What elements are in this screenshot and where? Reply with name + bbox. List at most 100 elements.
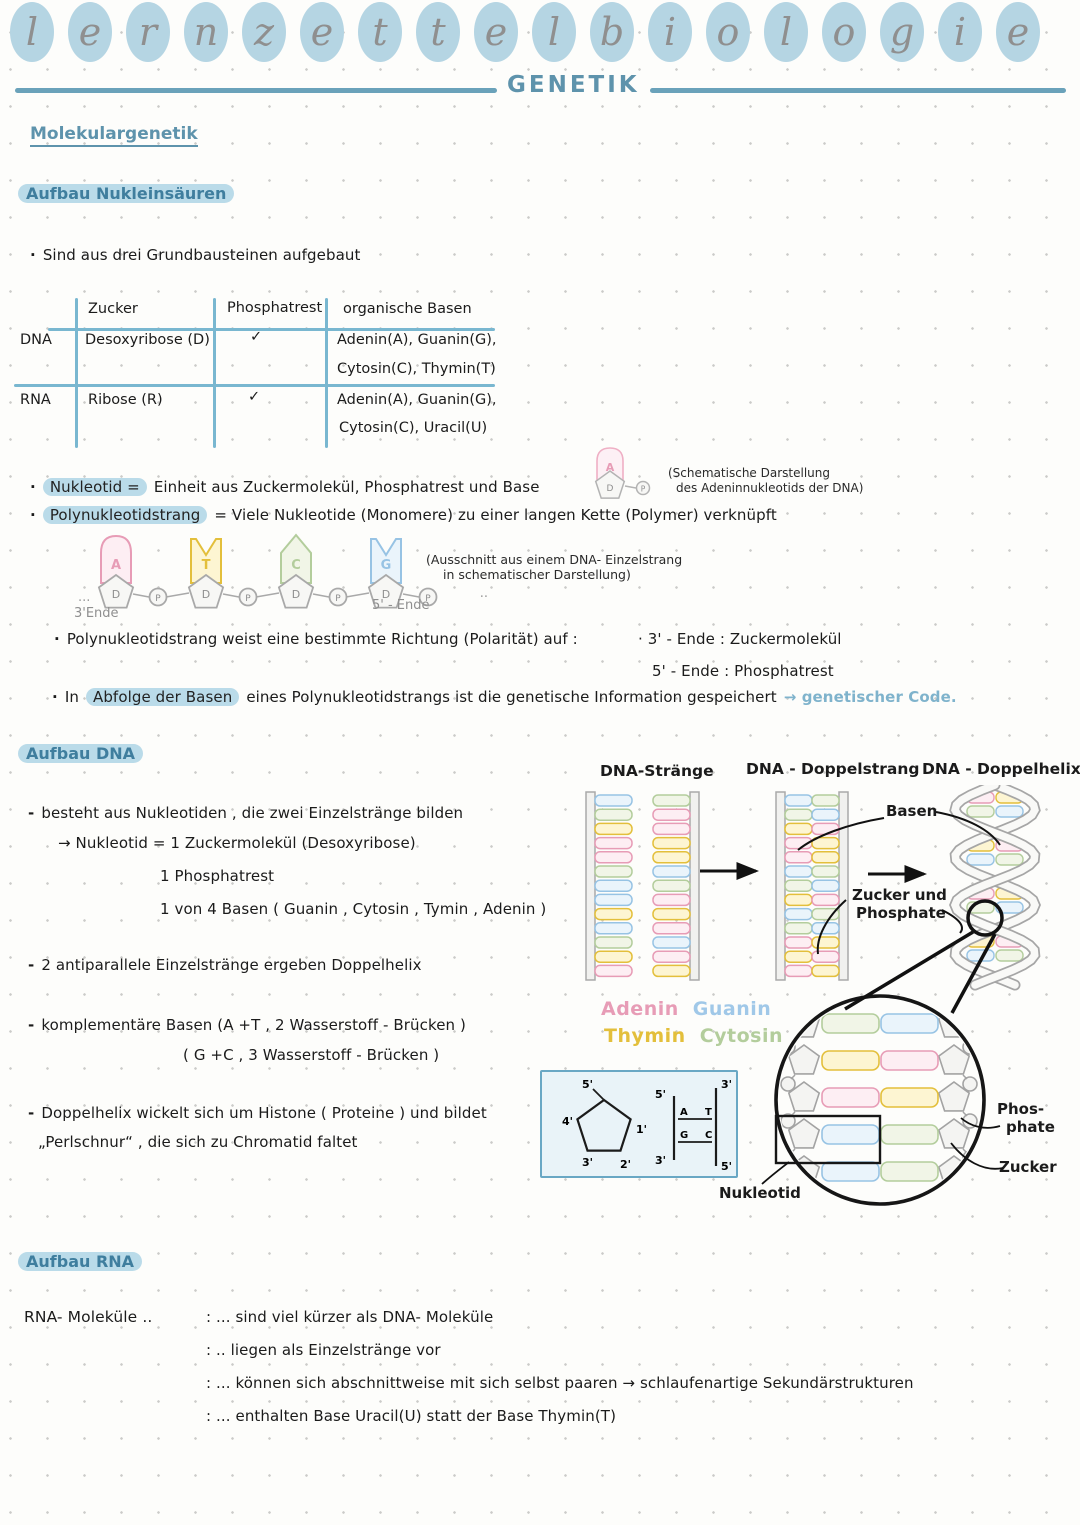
polaritaet-text: Polynukleotidstrang weist eine bestimmte… bbox=[66, 630, 578, 648]
table-vline-1 bbox=[75, 298, 78, 448]
dna-bullet-2-text: 2 antiparallele Einzelstränge ergeben Do… bbox=[41, 956, 422, 974]
svg-text:P: P bbox=[425, 594, 431, 604]
svg-text:D: D bbox=[202, 588, 210, 601]
intro-text: Sind aus drei Grundbausteinen aufgebaut bbox=[42, 246, 361, 264]
legend-adenin: Adenin bbox=[601, 998, 679, 1020]
dna-bullet-1a: → Nukleotid = 1 Zuckermolekül (Desoxyrib… bbox=[58, 834, 416, 852]
svg-text:C: C bbox=[291, 558, 301, 573]
label-zucker-phosphate-1: Zucker und bbox=[852, 886, 947, 904]
left-top-label: 5' bbox=[655, 1088, 666, 1101]
svg-text:A: A bbox=[111, 558, 121, 573]
bullet-dot: · bbox=[52, 688, 58, 706]
label-zucker: Zucker bbox=[999, 1158, 1057, 1176]
table-hline-2 bbox=[14, 384, 495, 387]
script-letter: o bbox=[822, 2, 866, 62]
section-title-dna: Aufbau DNA bbox=[18, 744, 143, 763]
schematic-caption-1: (Schematische Darstellung bbox=[668, 466, 830, 480]
checkmark-icon: ✓ bbox=[250, 329, 263, 345]
pair-g: G bbox=[680, 1130, 688, 1141]
svg-text:··: ·· bbox=[480, 590, 488, 605]
legend-thymin: Thymin bbox=[604, 1025, 686, 1047]
script-letter: l bbox=[10, 2, 54, 62]
abfolge-highlight: Abfolge der Basen bbox=[85, 688, 240, 706]
table-cell: Adenin(A), Guanin(G), bbox=[337, 332, 497, 348]
script-letter: e bbox=[300, 2, 344, 62]
svg-text:P: P bbox=[641, 485, 646, 494]
intro-line: · Sind aus drei Grundbausteinen aufgebau… bbox=[30, 246, 360, 264]
dna-bullet-1: - besteht aus Nukleotiden , die zwei Ein… bbox=[28, 804, 463, 822]
dna-bullet-1-text: besteht aus Nukleotiden , die zwei Einze… bbox=[41, 804, 464, 822]
pair-a: A bbox=[680, 1107, 688, 1118]
table-row-label: DNA bbox=[20, 332, 52, 348]
bullet-dot: · bbox=[30, 478, 36, 496]
section-title-rna: Aufbau RNA bbox=[18, 1252, 143, 1271]
page-title: GENETIK bbox=[507, 72, 640, 98]
dna-double-strand-diagram bbox=[775, 791, 849, 981]
table-cell: Ribose (R) bbox=[88, 392, 163, 408]
dna-double-helix-diagram bbox=[949, 785, 1041, 991]
svg-text:D: D bbox=[382, 588, 390, 601]
dash-marker: - bbox=[28, 956, 35, 974]
bullet-dot: · bbox=[30, 246, 36, 264]
script-letter: b bbox=[590, 2, 634, 62]
pair-c: C bbox=[705, 1130, 712, 1141]
svg-text:A: A bbox=[606, 461, 615, 474]
divider-right bbox=[650, 88, 1066, 93]
nucleotide-detail-magnifier bbox=[774, 994, 986, 1206]
strand-caption-2: in schematischer Darstellung) bbox=[443, 567, 631, 582]
c5-tick bbox=[592, 1088, 605, 1101]
dna-bullet-3: - komplementäre Basen (A +T , 2 Wasserst… bbox=[28, 1016, 466, 1034]
right-top-label: 3' bbox=[721, 1078, 732, 1091]
c2-label: 2' bbox=[620, 1158, 631, 1171]
script-letter: r bbox=[126, 2, 170, 62]
dash-marker: - bbox=[28, 1104, 35, 1122]
script-letter: i bbox=[938, 2, 982, 62]
script-letter: g bbox=[880, 2, 924, 62]
strand-caption-1: (Ausschnitt aus einem DNA- Einzelstrang bbox=[426, 552, 683, 567]
pair-t: T bbox=[705, 1107, 712, 1118]
label-phosphate-1: Phos- bbox=[997, 1100, 1045, 1118]
dna-bullet-4b: „Perlschnur“ , die sich zu Chromatid fal… bbox=[38, 1133, 358, 1151]
script-letter: l bbox=[532, 2, 576, 62]
bullet-dot: · bbox=[30, 506, 36, 524]
rna-item-3: : ... können sich abschnittweise mit sic… bbox=[206, 1374, 914, 1392]
bullet-dot: · bbox=[54, 630, 60, 648]
subtitle-molekulargenetik: Molekulargenetik bbox=[30, 124, 198, 147]
polaritaet-line: · Polynukleotidstrang weist eine bestimm… bbox=[54, 630, 578, 648]
svg-text:G: G bbox=[381, 558, 392, 573]
script-letter: t bbox=[358, 2, 402, 62]
legend-cytosin: Cytosin bbox=[699, 1025, 784, 1047]
abfolge-post: eines Polynukleotidstrangs ist die genet… bbox=[246, 688, 777, 706]
dna-bullet-4-text: Doppelhelix wickelt sich um Histone ( Pr… bbox=[41, 1104, 487, 1122]
dna-bullet-2: - 2 antiparallele Einzelstränge ergeben … bbox=[28, 956, 422, 974]
rna-item-4: : ... enthalten Base Uracil(U) statt der… bbox=[206, 1407, 617, 1425]
schematic-caption-2: des Adeninnukleotids der DNA) bbox=[676, 481, 864, 495]
c4-label: 4' bbox=[562, 1115, 573, 1128]
label-phosphate-2: phate bbox=[1006, 1118, 1055, 1136]
sugar-numbering-diagram: 5' 4' 1' 3' 2' 5' 3' 3' 5' A T G C bbox=[562, 1078, 732, 1173]
genetischer-code-label: → genetischer Code. bbox=[783, 688, 957, 706]
svg-text:P: P bbox=[155, 594, 161, 604]
script-letter: e bbox=[68, 2, 112, 62]
dash-marker: - bbox=[28, 804, 35, 822]
dna-bullet-1b: 1 Phosphatrest bbox=[160, 867, 275, 885]
script-letter: t bbox=[416, 2, 460, 62]
rna-item-2: : .. liegen als Einzelstränge vor bbox=[206, 1341, 441, 1359]
table-cell: Desoxyribose (D) bbox=[85, 332, 210, 348]
table-cell: Cytosin(C), Uracil(U) bbox=[339, 420, 488, 436]
rna-lead: RNA- Moleküle .. bbox=[24, 1308, 153, 1326]
c1-label: 1' bbox=[636, 1123, 647, 1136]
dna-bullet-3-text: komplementäre Basen (A +T , 2 Wasserstof… bbox=[41, 1016, 466, 1034]
right-bottom-label: 5' bbox=[721, 1160, 732, 1172]
section-title-nukleinsaeuren: Aufbau Nukleinsäuren bbox=[18, 184, 235, 203]
table-row-label: RNA bbox=[20, 392, 51, 408]
nukleotid-definition: Einheit aus Zuckermolekül, Phosphatrest … bbox=[153, 478, 540, 496]
dash-marker: - bbox=[28, 1016, 35, 1034]
genetic-code-line: · In Abfolge der Basen eines Polynukleot… bbox=[52, 688, 957, 706]
pentose-pentagon bbox=[576, 1098, 632, 1152]
dna-bullet-3b: ( G +C , 3 Wasserstoff - Brücken ) bbox=[183, 1046, 440, 1064]
svg-text:D: D bbox=[292, 588, 300, 601]
